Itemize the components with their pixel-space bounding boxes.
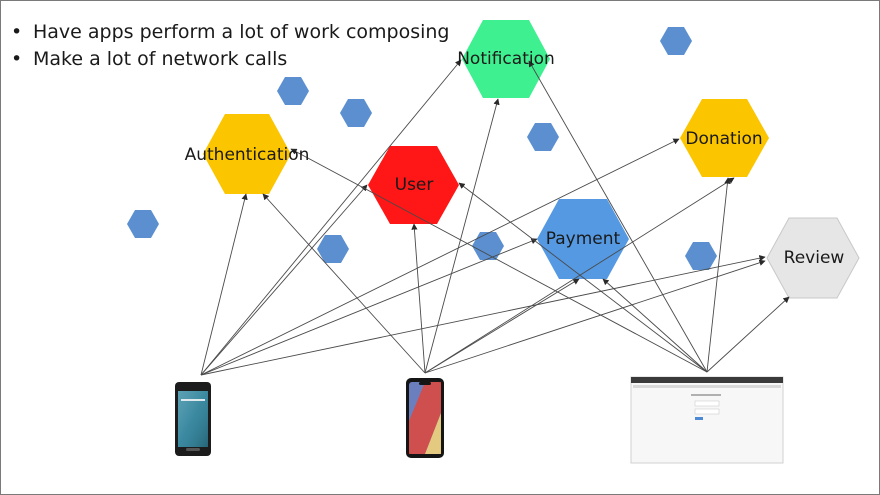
decor-hexagon	[127, 210, 159, 238]
bullet-dot: •	[11, 21, 23, 43]
decor-hexagon	[340, 99, 372, 127]
iphone-to-authentication-arrow	[262, 193, 426, 374]
web-browser-to-donation-arrow	[706, 177, 731, 373]
decor-hexagon	[277, 77, 309, 105]
web-browser-to-authentication-arrow	[290, 148, 708, 373]
decor-hexagon	[527, 123, 559, 151]
donation-label: Donation	[685, 129, 762, 149]
decor-hexagon	[472, 232, 504, 260]
service-user	[368, 146, 459, 224]
review-label: Review	[784, 248, 845, 268]
payment-label: Payment	[546, 229, 621, 249]
user-hexagon	[368, 146, 459, 224]
authentication-label: Authentication	[185, 145, 310, 165]
iphone-to-notification-arrow	[424, 98, 500, 374]
decor-hexagon	[660, 27, 692, 55]
service-notification	[462, 20, 550, 98]
service-authentication	[203, 114, 291, 194]
iphone-icon	[406, 378, 444, 458]
bullet-list: • Have apps perform a lot of work composi…	[11, 19, 450, 73]
decor-hexagon	[317, 235, 349, 263]
bullet-dot: •	[11, 48, 23, 70]
android-phone-to-donation-arrow	[200, 138, 680, 376]
donation-hexagon	[680, 99, 769, 177]
iphone-to-user-arrow	[411, 223, 426, 374]
decor-hexagon	[685, 242, 717, 270]
decor-hexagons	[127, 27, 717, 270]
android-phone-to-user-arrow	[200, 184, 368, 376]
web-browser-icon	[630, 376, 784, 464]
android-phone-to-review-arrow	[200, 255, 766, 376]
android-phone-to-notification-arrow	[200, 59, 462, 376]
bullet-text: Have apps perform a lot of work composin…	[33, 21, 450, 43]
iphone-to-review-arrow	[424, 259, 766, 374]
web-browser-to-user-arrow	[458, 182, 708, 373]
android-phone-to-payment-arrow	[200, 238, 538, 376]
android-phone-to-authentication-arrow	[200, 193, 248, 376]
service-donation	[680, 99, 769, 177]
user-label: User	[395, 175, 434, 195]
web-browser-to-review-arrow	[706, 296, 790, 373]
iphone-to-donation-arrow	[424, 177, 735, 374]
bullet-item: • Make a lot of network calls	[11, 46, 450, 73]
connection-arrows	[200, 59, 790, 376]
notification-label: Notification	[457, 49, 555, 69]
android-phone-icon	[175, 382, 211, 456]
web-browser-to-notification-arrow	[528, 60, 708, 373]
authentication-hexagon	[203, 114, 291, 194]
web-browser-to-payment-arrow	[602, 278, 708, 373]
bullet-item: • Have apps perform a lot of work composi…	[11, 19, 450, 46]
bullet-text: Make a lot of network calls	[33, 48, 288, 70]
notification-hexagon	[462, 20, 550, 98]
